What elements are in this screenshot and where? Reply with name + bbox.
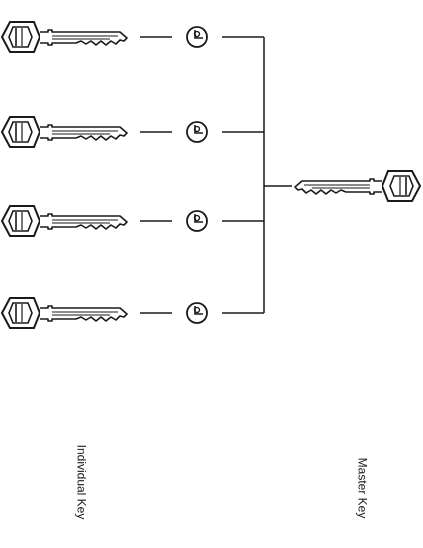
master-bus-lines	[222, 36, 292, 314]
lock-cylinder-3	[186, 210, 208, 232]
master-key	[294, 170, 421, 202]
lock-cylinder-4	[186, 302, 208, 324]
individual-key-2	[1, 116, 128, 148]
individual-key-4	[1, 297, 128, 329]
lock-cylinder-2	[186, 121, 208, 143]
individual-key-label: Individual Key	[74, 444, 89, 520]
key-connector-lines	[140, 36, 172, 314]
master-key-label: Master Key	[355, 457, 370, 519]
individual-key-3	[1, 205, 128, 237]
individual-key-1	[1, 21, 128, 53]
lock-cylinder-1	[186, 26, 208, 48]
